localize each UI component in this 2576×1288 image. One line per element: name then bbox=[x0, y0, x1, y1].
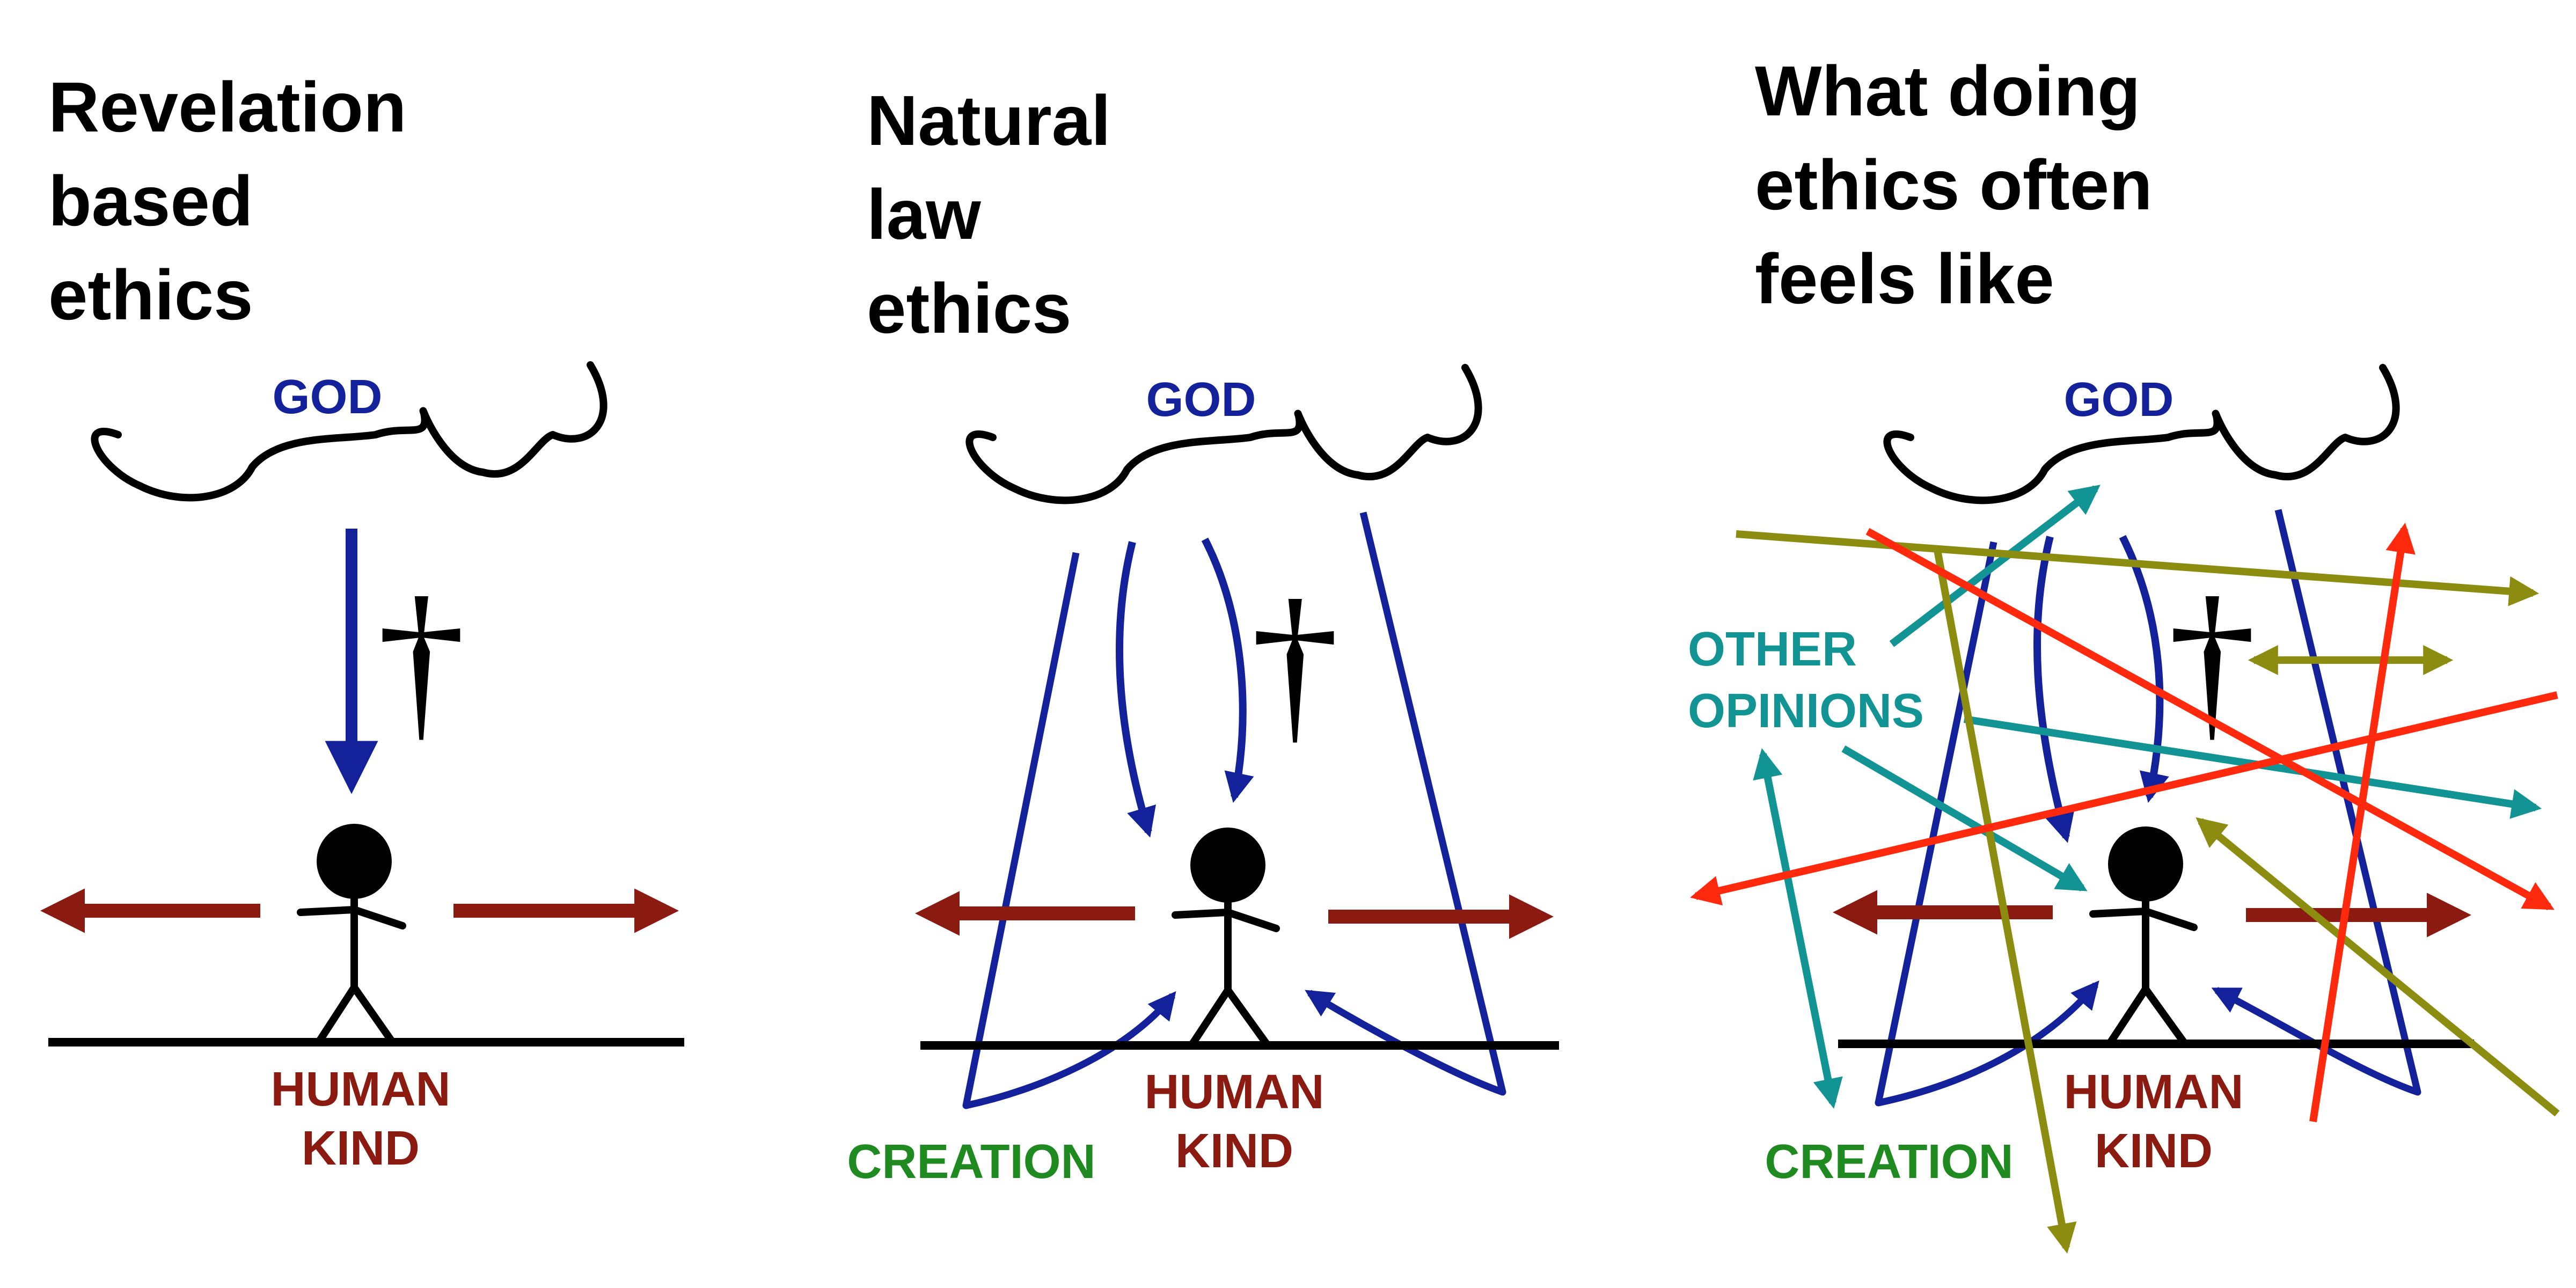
humankind-label-line: KIND bbox=[302, 1122, 420, 1175]
panel-title-line: Natural bbox=[867, 81, 1111, 160]
panel-title-line: Revelation bbox=[48, 68, 407, 147]
opinion-arrow bbox=[1690, 691, 2558, 906]
panel-title-line: ethics bbox=[867, 269, 1072, 348]
opinion-arrow bbox=[1753, 748, 1843, 1109]
person-figure bbox=[1172, 828, 1280, 1048]
red-arrows bbox=[1690, 522, 2558, 1123]
opinion-arrow bbox=[1889, 485, 2101, 647]
opinion-arrow bbox=[1736, 530, 2540, 606]
humankind-label-line: HUMAN bbox=[1145, 1065, 1324, 1119]
god-label: GOD bbox=[2063, 373, 2174, 427]
cross-icon: † bbox=[377, 562, 466, 758]
god-label: GOD bbox=[1146, 373, 1256, 427]
other-opinions-label-line: OPINIONS bbox=[1688, 684, 1924, 738]
humankind-label-line: KIND bbox=[2095, 1124, 2213, 1178]
panel-revelation: Revelation based ethics GOD † HUMAN KIND bbox=[40, 68, 684, 1175]
other-opinions-label-line: OTHER bbox=[1688, 623, 1857, 676]
opinion-arrow bbox=[1865, 528, 2555, 911]
opinion-arrow bbox=[1934, 549, 2077, 1254]
cross-icon: † bbox=[1251, 565, 1340, 760]
olive-arrows bbox=[1736, 530, 2560, 1254]
creation-cone bbox=[962, 552, 1176, 1109]
panel-what-ethics-feels-like: What doing ethics often feels like GOD †… bbox=[1688, 52, 2560, 1254]
humankind-label-line: KIND bbox=[1175, 1124, 1293, 1178]
natural-law-arrow bbox=[2119, 535, 2169, 803]
god-label: GOD bbox=[272, 370, 382, 424]
creation-label: CREATION bbox=[1765, 1135, 2013, 1189]
natural-law-arrow bbox=[2033, 536, 2075, 843]
person-figure bbox=[2089, 826, 2198, 1046]
opinion-arrow bbox=[2196, 817, 2560, 1117]
humankind-label-line: HUMAN bbox=[271, 1063, 451, 1116]
panel-natural-law: Natural law ethics GOD † HUMAN KIND CREA… bbox=[847, 81, 1559, 1189]
natural-law-arrow bbox=[1201, 537, 1254, 803]
opinion-arrow bbox=[2309, 522, 2416, 1123]
panel-title-line: ethics often bbox=[1755, 145, 2153, 224]
panel-title-line: What doing bbox=[1755, 52, 2140, 130]
opinion-arrow bbox=[1841, 745, 2088, 892]
god-cloud bbox=[1883, 364, 2400, 504]
natural-law-arrow bbox=[1116, 541, 1156, 838]
panel-title-line: ethics bbox=[48, 255, 253, 334]
creation-cone bbox=[1875, 541, 2099, 1107]
cross-icon: † bbox=[2168, 562, 2257, 758]
panel-title-line: law bbox=[867, 175, 981, 254]
god-cloud bbox=[91, 361, 608, 502]
god-cloud bbox=[965, 364, 1482, 504]
panel-title-line: based bbox=[48, 162, 253, 240]
creation-label: CREATION bbox=[847, 1135, 1095, 1189]
panel-title-line: feels like bbox=[1755, 239, 2054, 318]
person-figure bbox=[297, 824, 406, 1045]
humankind-label-line: HUMAN bbox=[2064, 1065, 2244, 1119]
